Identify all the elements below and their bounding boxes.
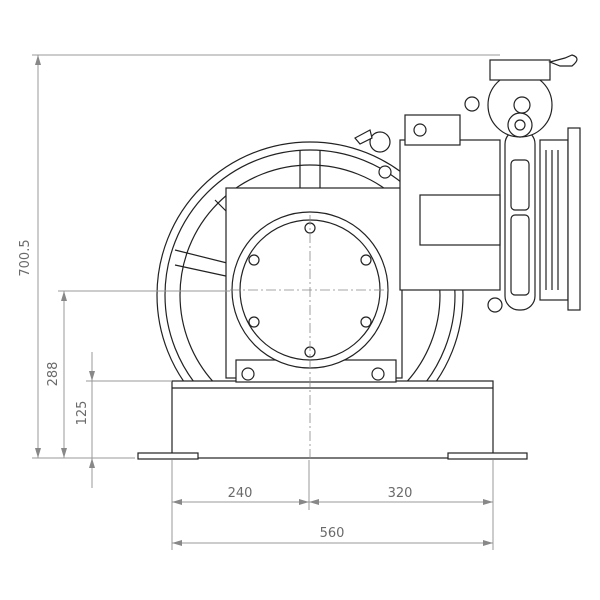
dim-overall-height: 700.5 <box>18 239 33 276</box>
dim-left-to-center: 240 <box>228 486 253 501</box>
dim-shaft-height: 288 <box>46 362 61 387</box>
motor <box>225 187 403 383</box>
dim-base-width: 560 <box>320 526 345 541</box>
dim-center-to-right: 320 <box>388 486 413 501</box>
base-frame <box>137 380 528 460</box>
centerlines <box>230 215 390 460</box>
dim-base-height: 125 <box>75 401 90 426</box>
machine <box>137 54 581 460</box>
dimension-lines <box>32 54 500 550</box>
gearbox-brake <box>354 54 581 313</box>
